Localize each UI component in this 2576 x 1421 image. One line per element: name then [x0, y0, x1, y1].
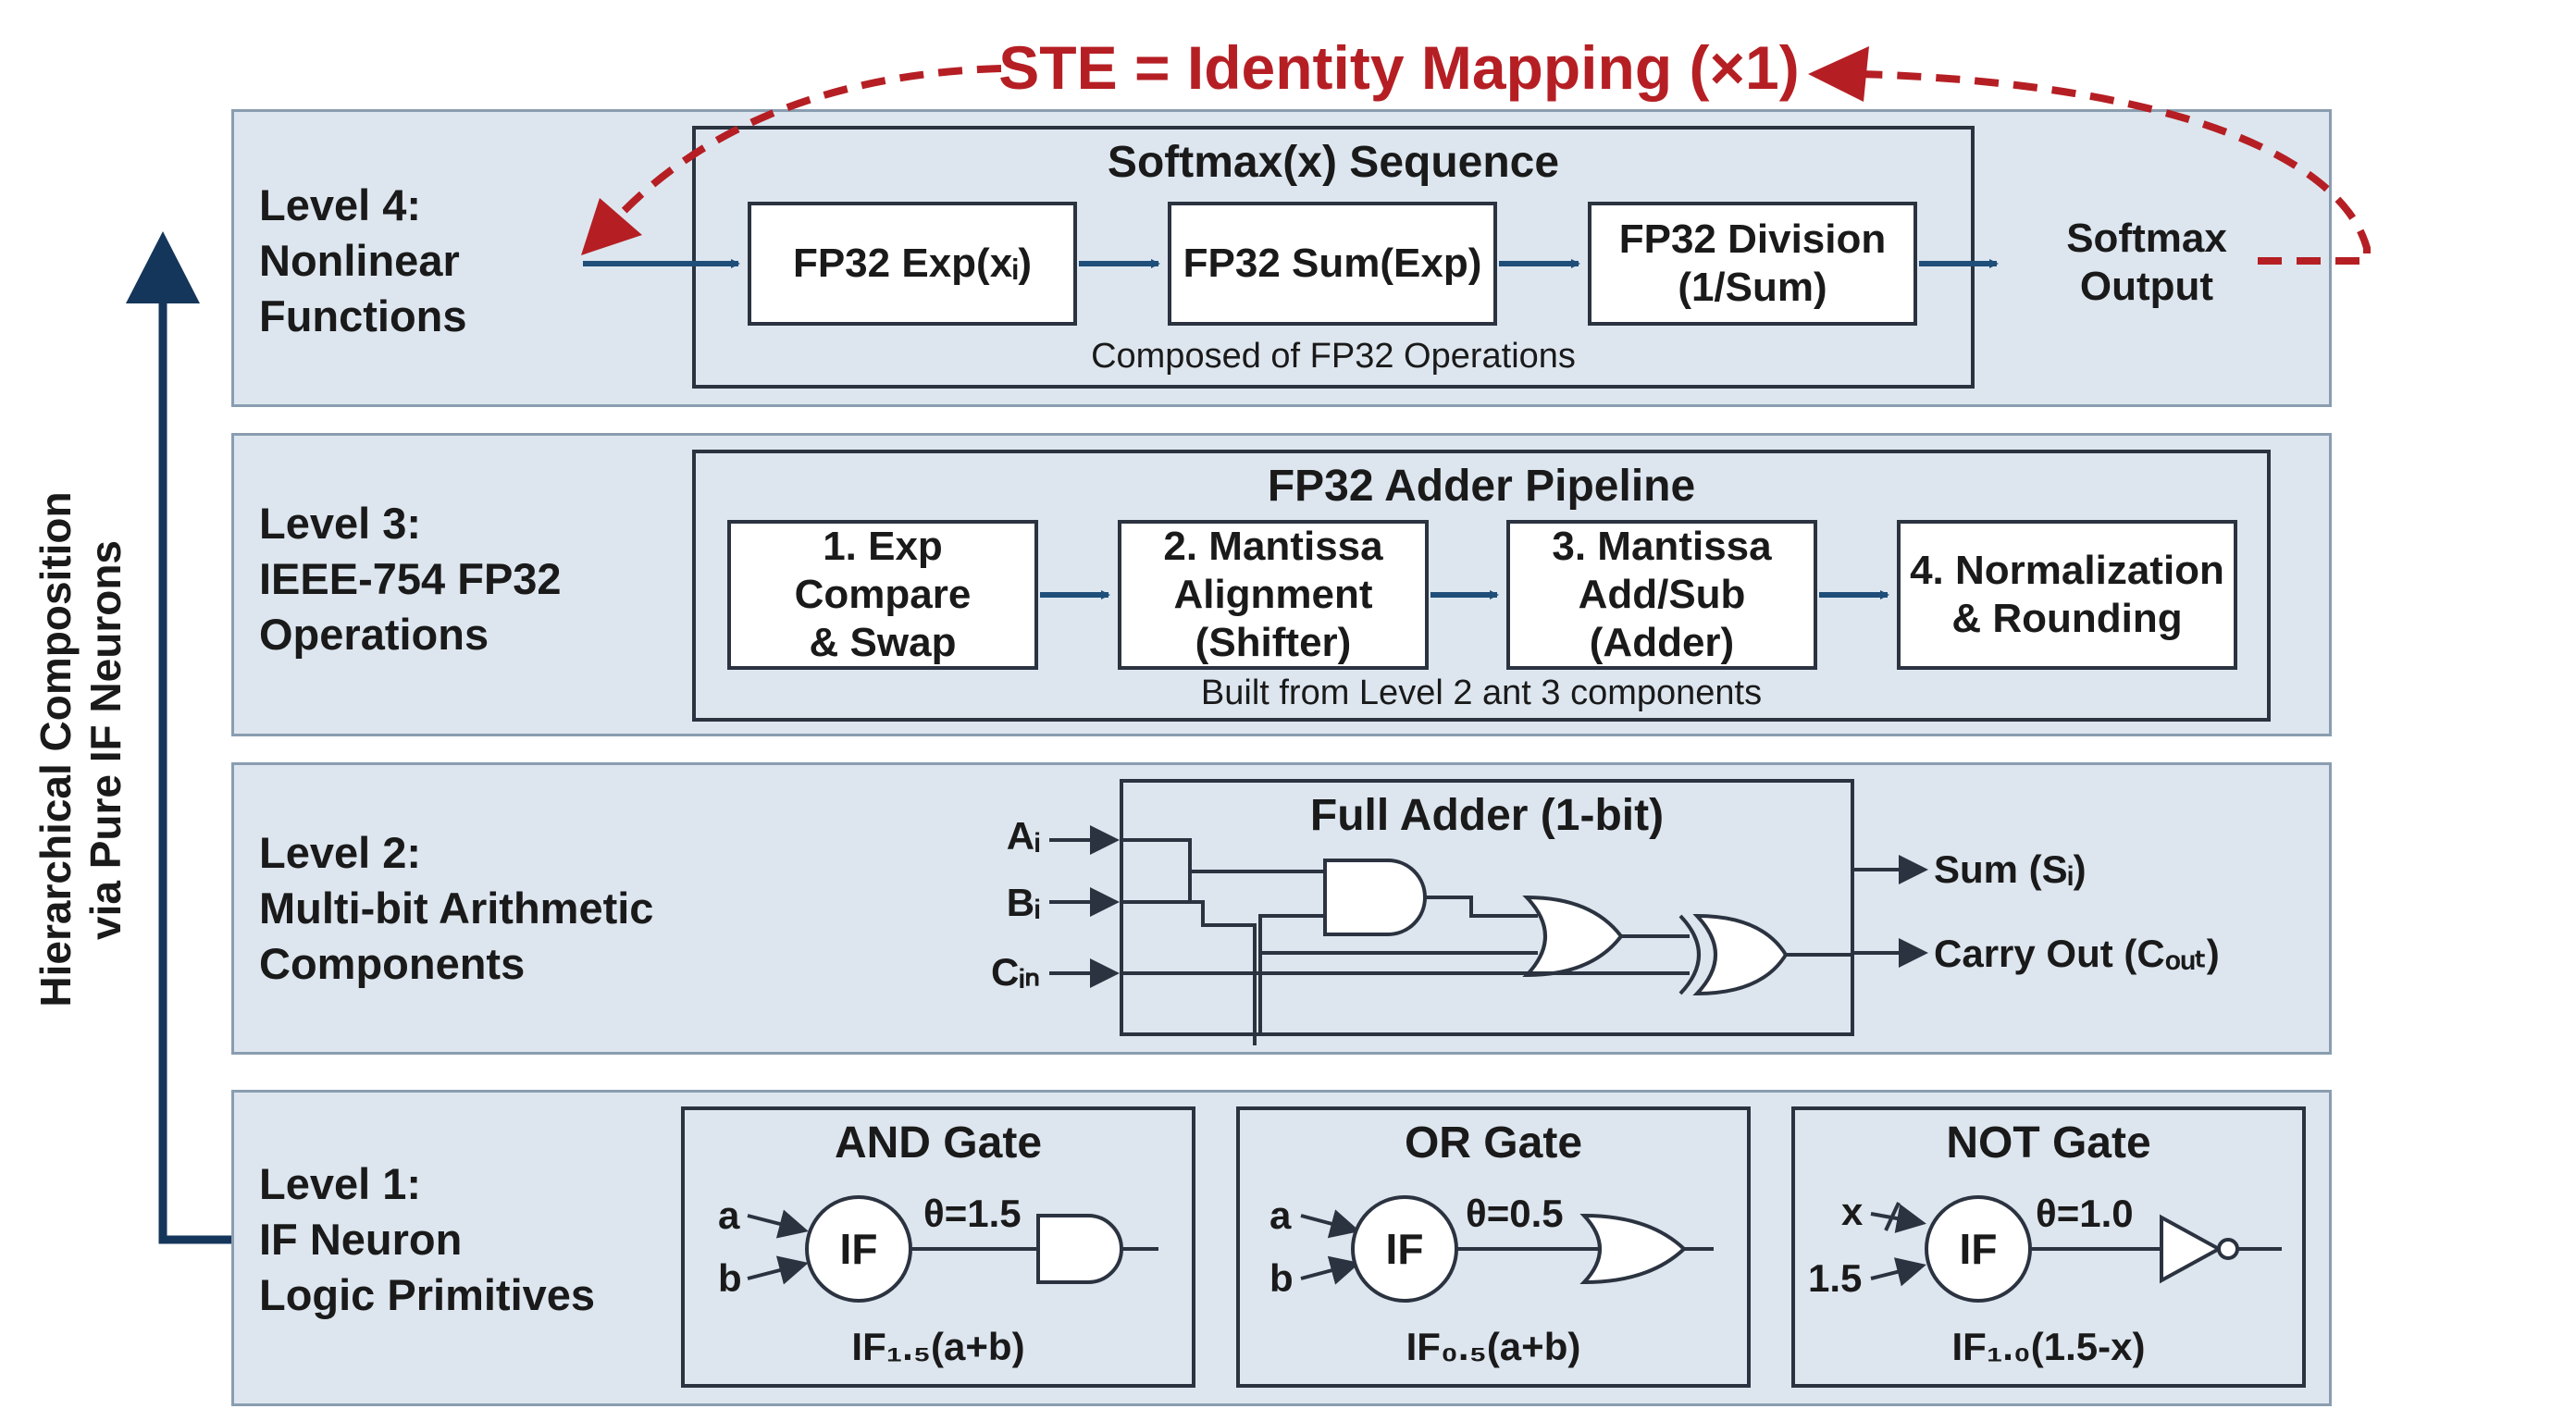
and-input-a: a [718, 1193, 740, 1237]
or-neuron-label: IF [1386, 1225, 1424, 1273]
side-label-line2: via Pure IF Neurons [81, 540, 130, 940]
level3-caption: Built from Level 2 ant 3 components [1200, 673, 1763, 712]
not-formula: IF₁.₀(1.5-x) [1951, 1325, 2146, 1368]
fp32-division-box: FP32 Division (1/Sum) [1588, 202, 1917, 326]
level1-label: Level 1: IF Neuron Logic Primitives [259, 1159, 596, 1319]
or-input-a: a [1269, 1193, 1292, 1237]
and-gate-symbol [1036, 1214, 1123, 1284]
full-adder-container [1120, 779, 1854, 1036]
not-gate-symbol [2160, 1214, 2223, 1284]
input-a-label: Aᵢ [1006, 814, 1040, 858]
and-input-b: b [718, 1256, 742, 1300]
carry-out-label: Carry Out (Cₒᵤₜ) [1934, 932, 2220, 975]
not-neuron-label: IF [1960, 1225, 1998, 1273]
pipeline-step2-box: 2. Mantissa Alignment (Shifter) [1118, 520, 1429, 670]
level4-caption: Composed of FP32 Operations [1091, 337, 1576, 376]
full-adder-or-gate [1522, 895, 1624, 978]
not-gate-schematic [1870, 1195, 2282, 1303]
or-theta: θ=0.5 [1466, 1192, 1564, 1235]
full-adder-xor-gate [1692, 913, 1789, 996]
input-cin-label: Cᵢₙ [991, 950, 1040, 994]
full-adder-schematic [1049, 825, 1928, 1045]
fp32-adder-pipeline-title: FP32 Adder Pipeline [1267, 462, 1696, 511]
ste-feedback-arrow [600, 65, 2371, 265]
or-input-b: b [1269, 1256, 1294, 1300]
input-b-label: Bᵢ [1006, 881, 1040, 924]
fp32-exp-box: FP32 Exp(xᵢ) [748, 202, 1077, 326]
level3-label: Level 3: IEEE-754 FP32 Operations [259, 499, 562, 659]
ste-arrowhead-right [1808, 46, 1869, 102]
and-gate-schematic [747, 1195, 1158, 1303]
softmax-output-label: Softmax Output [2066, 216, 2227, 309]
ste-arrowhead-left [581, 198, 642, 255]
fp32-sum-box: FP32 Sum(Exp) [1168, 202, 1497, 326]
or-formula: IF₀.₅(a+b) [1406, 1325, 1581, 1368]
and-formula: IF₁.₅(a+b) [851, 1325, 1025, 1368]
or-gate-symbol [1579, 1213, 1687, 1285]
pipeline-step3-box: 3. Mantissa Add/Sub (Adder) [1506, 520, 1817, 670]
full-adder-title: Full Adder (1-bit) [1309, 791, 1665, 840]
or-gate-title: OR Gate [1404, 1118, 1583, 1168]
hierarchy-arrow [126, 231, 231, 1244]
level4-label: Level 4: Nonlinear Functions [259, 180, 467, 340]
side-label-line1: Hierarchical Composition [31, 491, 80, 1007]
full-adder-and-gate [1323, 859, 1427, 936]
not-theta: θ=1.0 [2036, 1192, 2134, 1235]
softmax-sequence-title: Softmax(x) Sequence [1107, 138, 1560, 187]
and-neuron-label: IF [840, 1225, 878, 1273]
and-gate-title: AND Gate [834, 1118, 1043, 1168]
not-gate-title: NOT Gate [1946, 1118, 2151, 1168]
or-gate-schematic [1300, 1195, 1714, 1303]
and-theta: θ=1.5 [923, 1192, 1022, 1235]
pipeline-step1-box: 1. Exp Compare & Swap [727, 520, 1038, 670]
sum-output-label: Sum (Sᵢ) [1934, 847, 2087, 891]
not-input-const: 1.5 [1808, 1256, 1863, 1300]
pipeline-step4-box: 4. Normalization & Rounding [1897, 520, 2237, 670]
not-input-x: x [1841, 1190, 1864, 1233]
ste-banner: STE = Identity Mapping (×1) [998, 33, 1799, 102]
level2-label: Level 2: Multi-bit Arithmetic Components [259, 828, 654, 988]
